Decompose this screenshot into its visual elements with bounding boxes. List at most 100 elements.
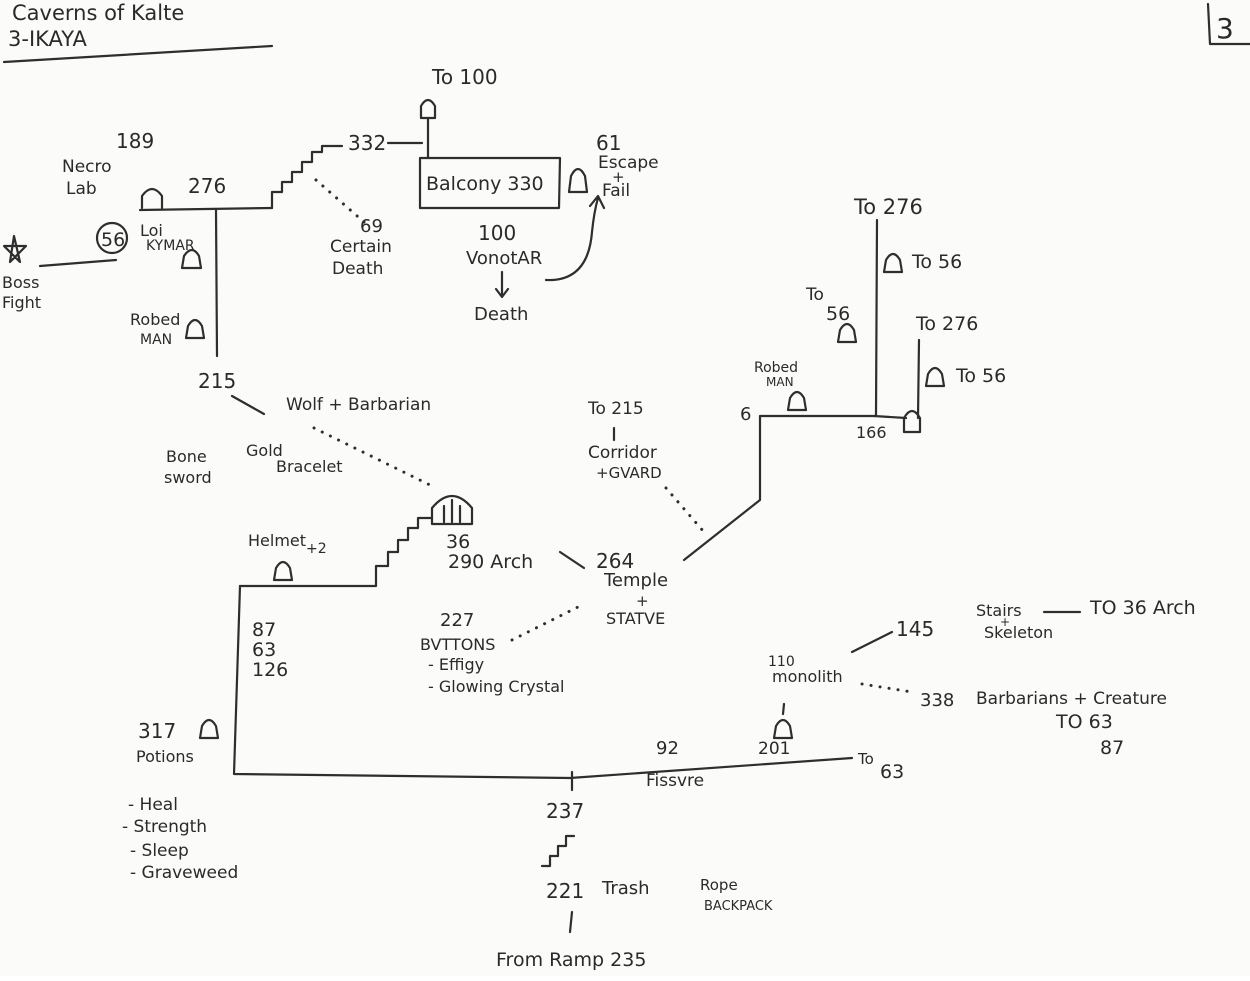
label-trash: Trash bbox=[601, 878, 650, 899]
room-332: 332 bbox=[348, 131, 386, 155]
label-from-ramp: From Ramp 235 bbox=[496, 949, 646, 971]
path-monolith-338 bbox=[860, 682, 914, 694]
label-wolf-barbarian: Wolf + Barbarian bbox=[286, 395, 431, 415]
label-death-69: Death bbox=[332, 259, 383, 279]
label-statue: STATVE bbox=[606, 609, 665, 628]
door-189 bbox=[140, 187, 164, 210]
label-to-56-b2: 56 bbox=[826, 303, 850, 325]
door-201 bbox=[772, 718, 794, 740]
path-to-arch bbox=[312, 426, 434, 488]
room-317: 317 bbox=[138, 719, 176, 743]
link-arch-temple bbox=[558, 550, 586, 570]
room-63: 63 bbox=[252, 639, 276, 661]
stairs-87-36 bbox=[238, 516, 434, 588]
label-necro: Necro bbox=[62, 157, 112, 177]
label-potions: Potions bbox=[136, 747, 194, 766]
room-221: 221 bbox=[546, 879, 584, 903]
corridor-166-east bbox=[872, 414, 908, 420]
label-vonotar: VonotAR bbox=[466, 248, 542, 269]
label-plus-3: + bbox=[636, 592, 649, 610]
label-to-56-b: To bbox=[805, 285, 824, 305]
stairs-221-237 bbox=[540, 834, 576, 868]
door-166 bbox=[902, 409, 922, 434]
room-6: 6 bbox=[740, 404, 751, 425]
label-bracelet: Bracelet bbox=[276, 457, 343, 476]
room-100: 100 bbox=[478, 221, 516, 245]
boss-star-icon bbox=[2, 234, 28, 264]
title-underline bbox=[2, 44, 274, 64]
corridor-276-215 bbox=[214, 208, 219, 358]
door-to-56-c bbox=[924, 366, 946, 388]
label-death-100: Death bbox=[474, 304, 528, 325]
corridor-264-6 bbox=[682, 414, 878, 562]
corridor-from-ramp bbox=[568, 910, 574, 934]
room-290-arch: 290 Arch bbox=[448, 551, 533, 573]
door-kymar bbox=[180, 248, 203, 270]
label-plus-1: + bbox=[612, 168, 625, 186]
potion-heal: - Heal bbox=[128, 795, 178, 815]
link-145-110 bbox=[850, 630, 894, 654]
path-to-69 bbox=[314, 178, 366, 224]
label-buttons: BVTTONS bbox=[420, 635, 495, 654]
label-to-63: TO 63 bbox=[1055, 711, 1113, 733]
room-87: 87 bbox=[252, 619, 276, 641]
label-plus-4: + bbox=[1000, 615, 1010, 629]
room-276: 276 bbox=[188, 174, 226, 198]
label-sword: sword bbox=[164, 468, 212, 487]
label-to-56-a: To 56 bbox=[911, 251, 962, 273]
room-145: 145 bbox=[896, 617, 934, 641]
door-helmet bbox=[272, 560, 294, 582]
label-monolith: monolith bbox=[772, 667, 843, 686]
arrow-to-61 bbox=[544, 194, 606, 282]
label-to-63-b2: 63 bbox=[880, 761, 904, 783]
label-certain: Certain bbox=[330, 237, 392, 257]
page-number: 3 bbox=[1216, 12, 1234, 45]
label-kymar: KYMAR bbox=[146, 238, 195, 254]
label-temple: Temple bbox=[603, 570, 668, 591]
room-56-circle bbox=[95, 221, 129, 255]
label-escape: Escape bbox=[598, 153, 659, 173]
label-corridor: Corridor bbox=[588, 443, 657, 463]
label-rope: Rope bbox=[700, 876, 738, 894]
label-to-36-arch: TO 36 Arch bbox=[1089, 597, 1196, 619]
link-215-wolf bbox=[230, 394, 266, 416]
page-number-box bbox=[1206, 2, 1250, 46]
label-stairs: Stairs bbox=[976, 601, 1022, 620]
room-92: 92 bbox=[656, 738, 679, 759]
label-lab: Lab bbox=[66, 179, 97, 199]
door-to-56-a bbox=[882, 252, 904, 274]
room-189: 189 bbox=[116, 129, 154, 153]
room-126: 126 bbox=[252, 659, 288, 681]
potion-sleep: - Sleep bbox=[130, 841, 189, 861]
stairs-276-332 bbox=[270, 144, 344, 210]
corridor-166-ne bbox=[916, 338, 921, 420]
corridor-276 bbox=[138, 206, 274, 212]
label-robed-1: Robed bbox=[130, 310, 180, 329]
label-helmet: Helmet bbox=[248, 531, 306, 550]
door-to-56-b bbox=[836, 322, 858, 344]
label-to-215: To 215 bbox=[587, 399, 644, 419]
label-fail: Fail bbox=[602, 181, 630, 201]
room-36: 36 bbox=[446, 531, 470, 553]
label-to-56-c: To 56 bbox=[955, 365, 1006, 387]
room-264: 264 bbox=[596, 549, 634, 573]
room-110: 110 bbox=[768, 654, 795, 670]
link-monolith-201 bbox=[781, 702, 786, 716]
room-balcony-330: Balcony 330 bbox=[426, 173, 544, 195]
room-69: 69 bbox=[360, 216, 383, 237]
corridor-west bbox=[232, 584, 854, 780]
label-gold: Gold bbox=[246, 441, 283, 460]
arrow-to-death bbox=[494, 270, 510, 299]
label-man-2: MAN bbox=[766, 375, 794, 389]
label-to-87: 87 bbox=[1100, 737, 1124, 759]
label-to-100: To 100 bbox=[431, 65, 498, 89]
room-166: 166 bbox=[856, 423, 887, 442]
door-potions bbox=[198, 718, 220, 740]
map-subtitle: 3-IKAYA bbox=[8, 27, 87, 51]
label-glowing-crystal: - Glowing Crystal bbox=[428, 677, 564, 696]
label-effigy: - Effigy bbox=[428, 655, 484, 674]
label-guard: +GVARD bbox=[596, 464, 662, 482]
room-61: 61 bbox=[596, 131, 621, 155]
